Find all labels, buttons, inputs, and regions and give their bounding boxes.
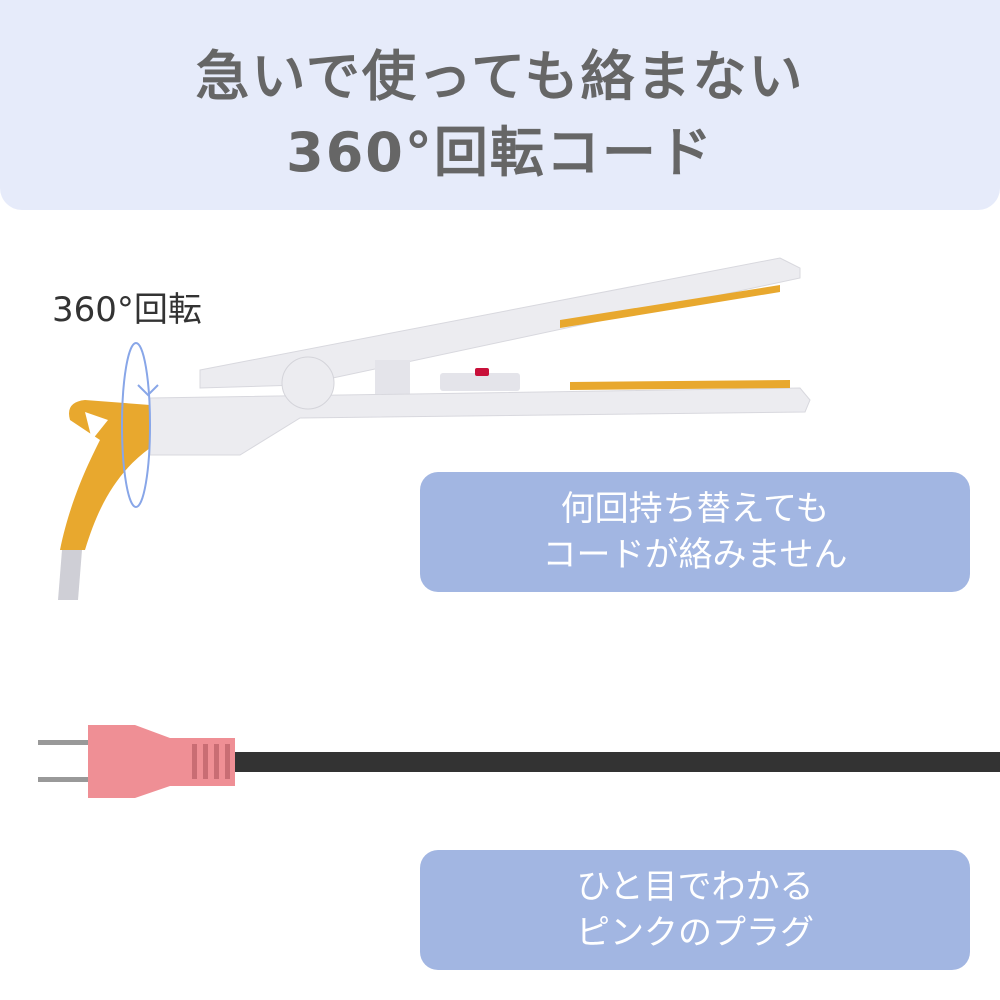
header-title-line2: 360°回転コード bbox=[286, 121, 714, 184]
header-title-line1: 急いで使っても絡まない bbox=[195, 45, 805, 108]
callout-plug: ひと目でわかる ピンクのプラグ bbox=[420, 850, 970, 970]
pink-plug bbox=[38, 725, 1000, 798]
callout-cord: 何回持ち替えても コードが絡みません bbox=[420, 472, 970, 592]
callout-cord-line1: 何回持ち替えても bbox=[560, 489, 830, 529]
rotation-arrow-icon bbox=[121, 342, 159, 508]
callout-cord-line2: コードが絡みません bbox=[542, 535, 848, 575]
callout-plug-line1: ひと目でわかる bbox=[576, 867, 814, 907]
callout-plug-line2: ピンクのプラグ bbox=[576, 913, 814, 953]
rotation-label: 360°回転 bbox=[52, 290, 202, 330]
hair-iron bbox=[58, 257, 811, 600]
header-banner: 急いで使っても絡まない 360°回転コード bbox=[0, 0, 1000, 210]
